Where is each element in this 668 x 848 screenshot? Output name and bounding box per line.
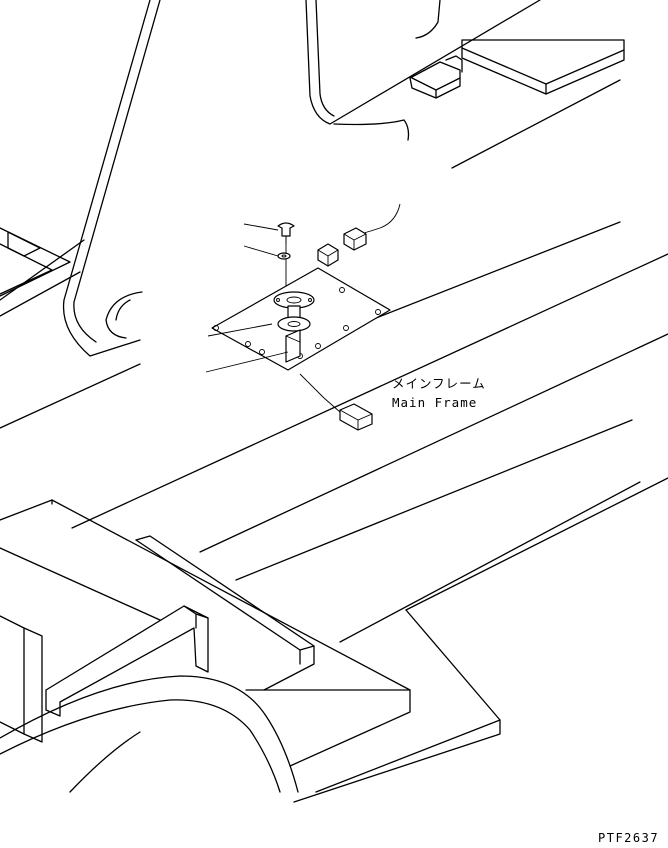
main-frame-label-english: Main Frame	[392, 395, 478, 410]
leader-lines	[205, 223, 341, 413]
pivot-stud	[273, 222, 315, 363]
upper-right-housing	[305, 0, 625, 169]
left-box	[0, 615, 43, 743]
connector-a	[343, 227, 367, 251]
connector-b	[317, 243, 339, 267]
lower-deck	[0, 499, 501, 803]
figure-code: PTF2637	[598, 831, 660, 845]
left-side-panel	[0, 227, 85, 317]
connector-c	[339, 403, 373, 431]
fender-arc	[0, 675, 299, 793]
main-frame-label-japanese: メインフレーム	[392, 376, 486, 391]
boom-arm	[62, 0, 161, 357]
wire-harness	[359, 203, 401, 235]
handrail	[45, 605, 209, 717]
